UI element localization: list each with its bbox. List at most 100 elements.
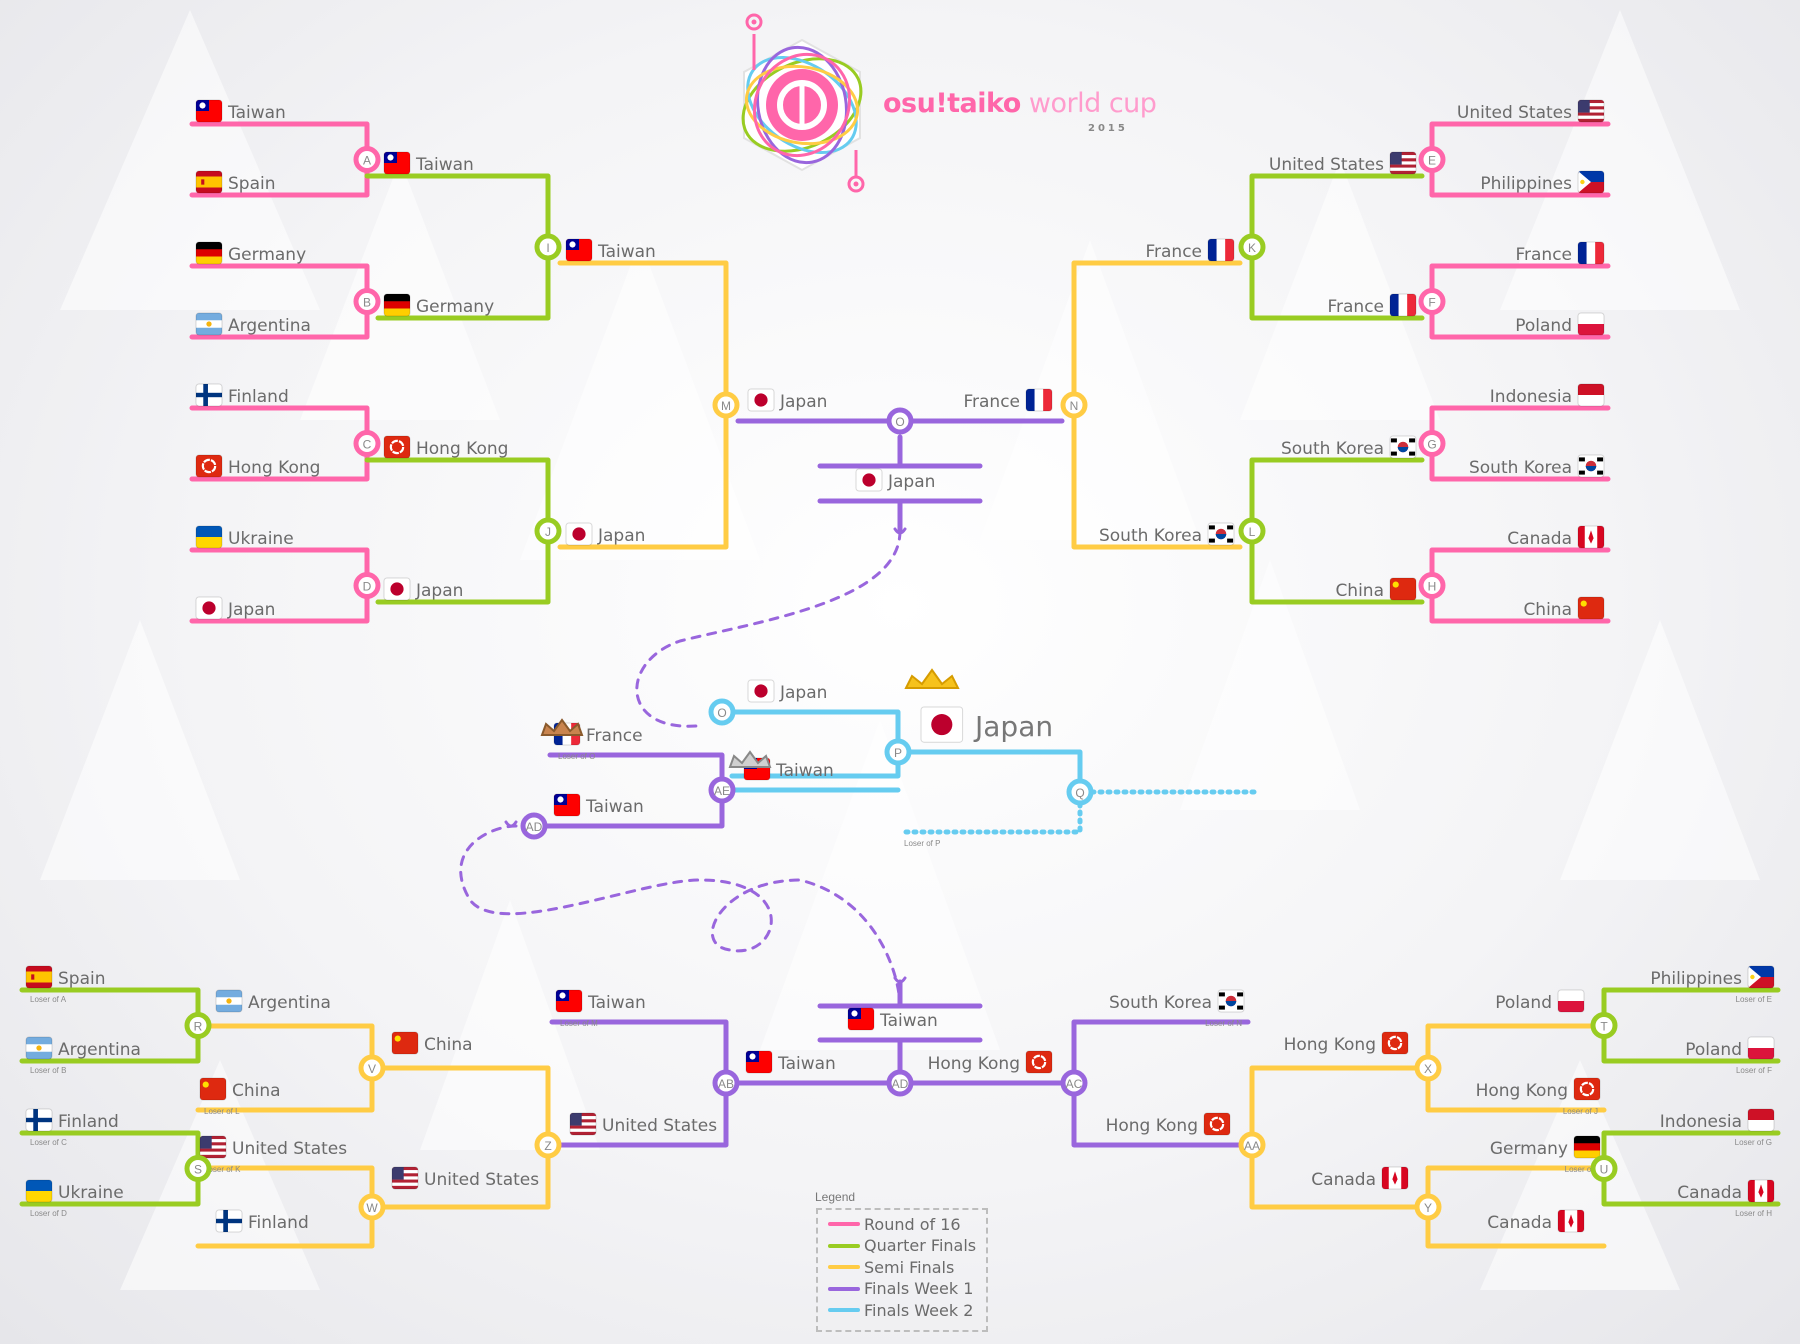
lower-left-r2-match xyxy=(195,1165,375,1249)
node-label: L xyxy=(1249,525,1256,539)
loser-label: Loser of H xyxy=(1735,1209,1772,1218)
flag-icon-hk xyxy=(1573,1077,1601,1101)
match-node-aa[interactable]: AA xyxy=(1238,1131,1266,1159)
loser-label: Loser of A xyxy=(30,995,67,1004)
bg-triangle xyxy=(980,240,1200,540)
flag-icon-ua xyxy=(195,525,223,549)
team-name: Poland xyxy=(1515,316,1572,336)
match-node-s[interactable]: S xyxy=(184,1155,212,1182)
team-name: Finland xyxy=(228,387,289,407)
node-label: D xyxy=(363,580,372,594)
match-node-ad[interactable]: AD xyxy=(886,1069,914,1097)
flag-icon-cn xyxy=(391,1031,419,1055)
match-node-r[interactable]: R xyxy=(184,1012,212,1039)
team-name: Argentina xyxy=(228,316,311,336)
match-node-ad[interactable]: AD xyxy=(520,812,548,840)
match-node-z[interactable]: Z xyxy=(534,1131,562,1159)
match-node-o[interactable]: O xyxy=(886,407,914,435)
node-label: Y xyxy=(1424,1201,1432,1215)
loser-label: Loser of O xyxy=(558,752,595,761)
team-name: South Korea xyxy=(1099,526,1202,546)
legend-swatch xyxy=(828,1243,860,1248)
match-node-o[interactable]: O xyxy=(708,698,736,726)
team-name: Argentina xyxy=(248,993,331,1013)
event-year: 2015 xyxy=(1088,123,1128,134)
team-name: United States xyxy=(424,1170,539,1190)
team-name: United States xyxy=(1457,103,1572,123)
match-node-ac[interactable]: AC xyxy=(1060,1069,1088,1097)
node-label: C xyxy=(363,438,372,452)
legend-swatch xyxy=(828,1286,860,1291)
node-label: Z xyxy=(544,1139,551,1153)
loser-label: Loser of K xyxy=(204,1165,241,1174)
team-name: Spain xyxy=(58,969,106,989)
team-name: Canada xyxy=(1677,1183,1742,1203)
bg-triangle xyxy=(300,160,500,420)
loser-label: Loser of J xyxy=(1563,1107,1598,1116)
match-node-ae[interactable]: AE xyxy=(708,776,736,804)
flag-icon-ar xyxy=(195,312,223,336)
node-label: E xyxy=(1428,154,1436,168)
match-node-g[interactable]: G xyxy=(1418,430,1446,457)
node-label: U xyxy=(1600,1163,1609,1177)
loser-ad-dashed-path xyxy=(459,824,902,1008)
event-title-rest: world cup xyxy=(1020,88,1157,119)
team-name: Philippines xyxy=(1480,174,1572,194)
match-node-q[interactable]: Q xyxy=(1066,778,1094,806)
bg-triangle xyxy=(120,1060,320,1290)
flag-icon-jp xyxy=(195,596,223,620)
legend-label: Semi Finals xyxy=(864,1257,955,1277)
legend-item: Finals Week 2 xyxy=(828,1300,973,1320)
match-node-u[interactable]: U xyxy=(1590,1155,1618,1182)
match-node-m[interactable]: M xyxy=(712,391,740,419)
team-name: Germany xyxy=(1490,1139,1568,1159)
match-node-p[interactable]: P xyxy=(884,738,912,766)
flag-icon-jp xyxy=(383,577,411,601)
flag-icon-id xyxy=(1747,1108,1775,1132)
legend-swatch xyxy=(828,1222,860,1226)
team-name: Germany xyxy=(228,245,306,265)
match-node-f[interactable]: F xyxy=(1418,288,1446,315)
team-name: Canada xyxy=(1507,529,1572,549)
node-label: W xyxy=(366,1201,378,1215)
bg-triangle xyxy=(40,620,240,880)
match-node-l[interactable]: L xyxy=(1238,517,1266,545)
match-node-j[interactable]: J xyxy=(534,517,562,545)
match-node-h[interactable]: H xyxy=(1418,572,1446,599)
match-node-d[interactable]: D xyxy=(353,572,381,599)
bg-triangle xyxy=(1240,160,1440,420)
flag-icon-ca xyxy=(1747,1179,1775,1203)
team-name: South Korea xyxy=(1469,458,1572,478)
match-node-v[interactable]: V xyxy=(358,1054,386,1082)
match-node-x[interactable]: X xyxy=(1414,1054,1442,1082)
legend-item: Finals Week 1 xyxy=(828,1279,973,1299)
match-node-y[interactable]: Y xyxy=(1414,1193,1442,1221)
match-node-w[interactable]: W xyxy=(358,1193,386,1221)
match-node-b[interactable]: B xyxy=(353,288,381,315)
champion-name: Japan xyxy=(975,710,1054,743)
match-node-i[interactable]: I xyxy=(534,233,562,261)
match-node-t[interactable]: T xyxy=(1590,1012,1618,1039)
match-node-a[interactable]: A xyxy=(353,146,381,173)
team-name: France xyxy=(963,392,1020,412)
team-name: United States xyxy=(232,1139,347,1159)
flag-icon-es xyxy=(195,170,223,194)
match-node-e[interactable]: E xyxy=(1418,146,1446,173)
team-name: Ukraine xyxy=(58,1183,124,1203)
legend-label: Finals Week 1 xyxy=(864,1279,974,1298)
flag-icon-fi xyxy=(25,1108,53,1132)
team-name: France xyxy=(586,726,643,746)
node-label: M xyxy=(721,399,731,413)
match-node-ab[interactable]: AB xyxy=(712,1069,740,1097)
node-label: J xyxy=(545,525,551,539)
flag-icon-us xyxy=(391,1166,419,1190)
match-node-n[interactable]: N xyxy=(1060,391,1088,419)
flag-icon-tw xyxy=(383,151,411,175)
team-name: Hong Kong xyxy=(928,1054,1020,1074)
match-node-c[interactable]: C xyxy=(353,430,381,457)
grand-final-to-q xyxy=(895,749,1083,795)
team-name: China xyxy=(1523,600,1572,620)
node-label: I xyxy=(546,241,549,255)
flag-icon-de xyxy=(383,293,411,317)
match-node-k[interactable]: K xyxy=(1238,233,1266,261)
